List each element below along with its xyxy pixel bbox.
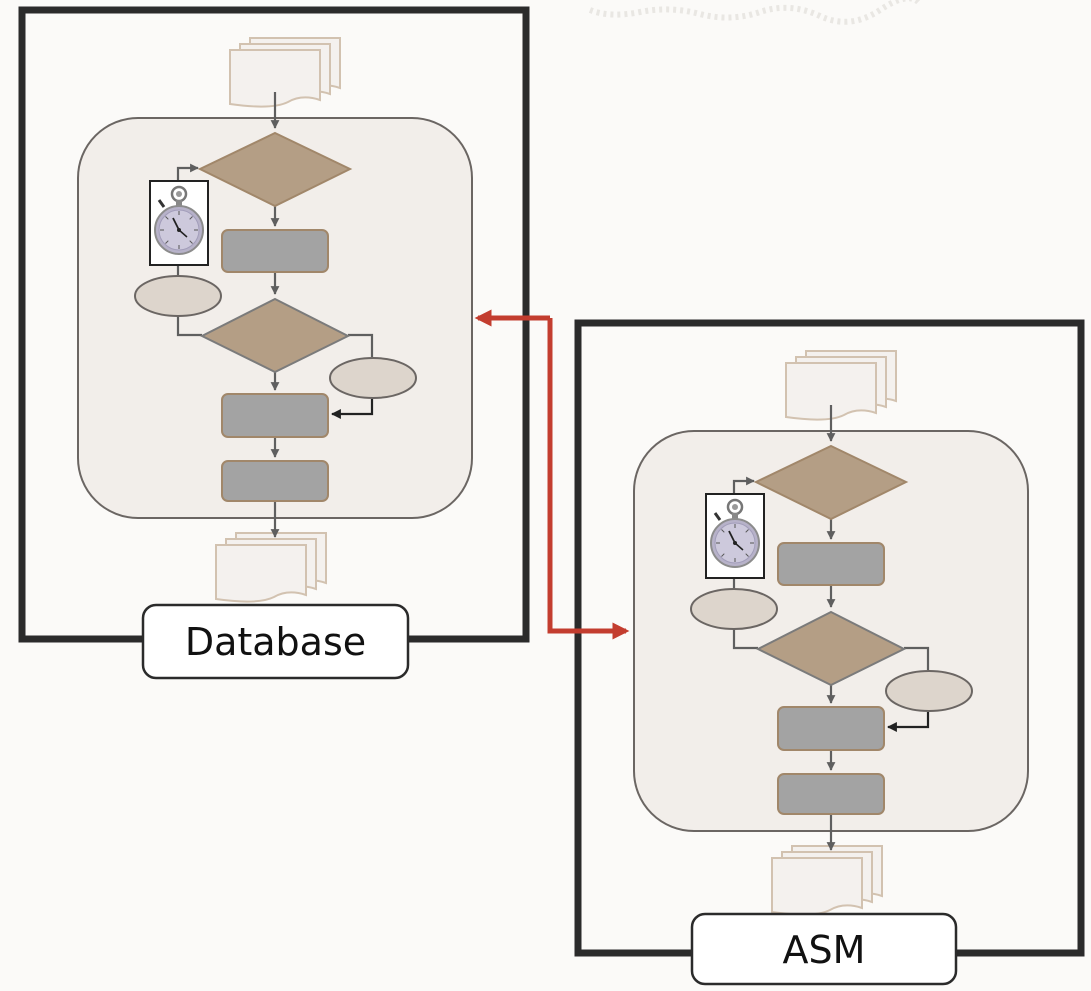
database-asm-link-arrow [474,309,630,640]
asm-frame: ASM [574,319,1085,986]
asm-label-box: ASM [690,912,958,986]
asm-label: ASM [783,928,866,972]
database-label: Database [185,620,366,664]
database-process-flow [78,38,472,602]
faint-decoration [588,0,923,25]
database-frame: Database [18,6,530,680]
asm-process-flow [634,351,1028,915]
database-label-box: Database [141,603,410,680]
